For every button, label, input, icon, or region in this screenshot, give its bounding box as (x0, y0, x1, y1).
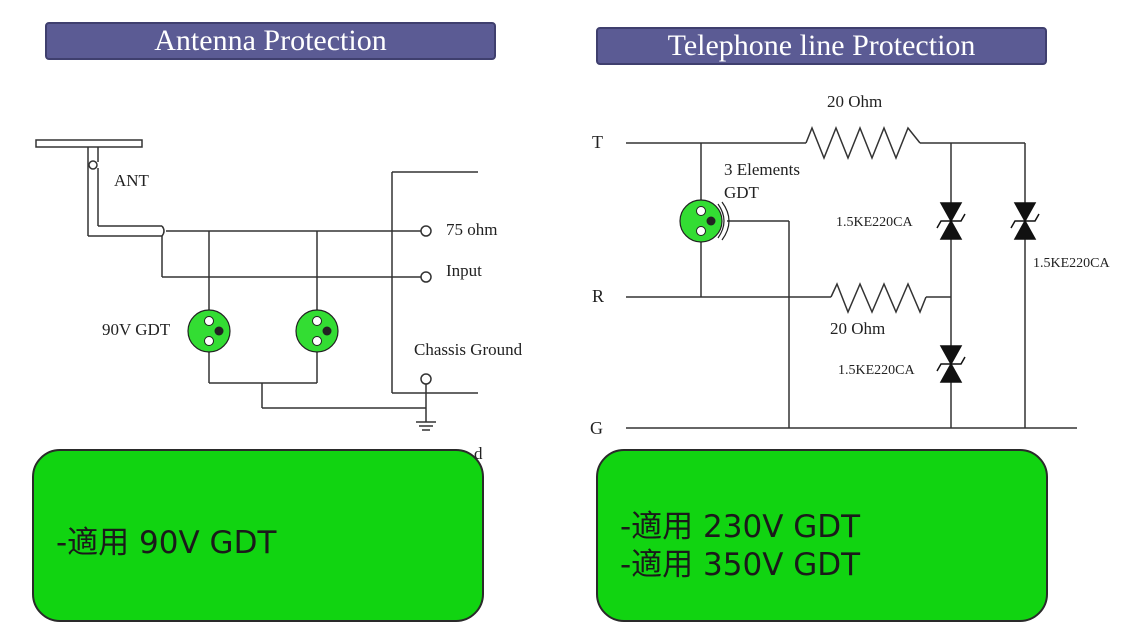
label-chassis-ground: Chassis Ground (414, 340, 523, 359)
ground-icon (416, 421, 436, 431)
antenna-element (35, 139, 143, 148)
label-tvs-1: 1.5KE220CA (836, 215, 914, 230)
label-t: T (592, 132, 603, 152)
label-ant: ANT (114, 171, 150, 190)
antenna-protection-title: Antenna Protection (45, 22, 496, 60)
label-partial: d (474, 444, 483, 463)
antenna-circuit (35, 139, 478, 431)
tvs-diode-icon-1 (936, 202, 966, 240)
telephone-line-protection-title: Telephone line Protection (596, 27, 1047, 65)
antenna-note-box: -適用 90V GDT (32, 449, 484, 622)
terminal-input (420, 271, 432, 283)
label-tvs-2: 1.5KE220CA (1033, 256, 1111, 271)
label-20-ohm-bottom: 20 Ohm (830, 319, 885, 338)
tvs-diode-icon-3 (936, 345, 966, 383)
label-75-ohm: 75 ohm (446, 220, 497, 239)
gdt-icon-3-elements (679, 199, 730, 243)
gdt-icon-1 (187, 309, 231, 353)
label-tvs-3: 1.5KE220CA (838, 363, 916, 378)
label-3-elements: 3 Elements (724, 160, 800, 179)
telephone-note-box: -適用 230V GDT -適用 350V GDT (596, 449, 1048, 622)
telephone-note-text-1: -適用 230V GDT (620, 509, 861, 545)
terminal-chassis (420, 373, 432, 385)
tvs-diode-icon-2 (1010, 202, 1040, 240)
terminal-75-ohm (420, 225, 432, 237)
label-input: Input (446, 261, 482, 280)
telephone-note-text-2: -適用 350V GDT (620, 547, 861, 583)
telephone-circuit (626, 125, 1077, 429)
label-g: G (590, 418, 603, 438)
label-r: R (592, 286, 604, 306)
antenna-note-text: -適用 90V GDT (56, 525, 277, 561)
label-90v-gdt: 90V GDT (102, 320, 171, 339)
resistor-top (805, 125, 921, 161)
resistor-bottom (830, 282, 927, 314)
label-20-ohm-top: 20 Ohm (827, 92, 882, 111)
label-gdt: GDT (724, 183, 760, 202)
gdt-icon-2 (295, 309, 339, 353)
